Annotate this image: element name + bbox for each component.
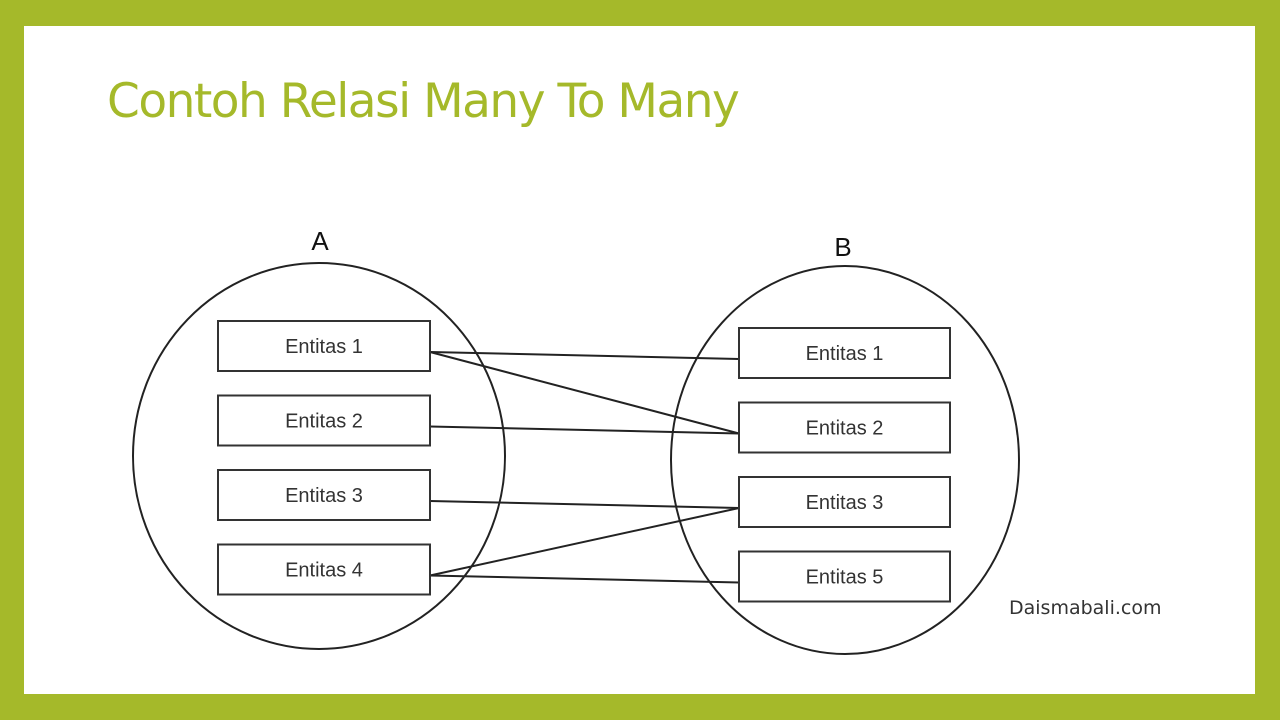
relation-lines xyxy=(429,351,740,584)
entity-label: Entitas 4 xyxy=(285,560,363,582)
set-b-ellipse xyxy=(670,265,1020,655)
set-b-label: B xyxy=(834,232,851,262)
entity-label: Entitas 1 xyxy=(285,336,363,358)
entity-label: Entitas 1 xyxy=(806,343,884,365)
relation-line-4 xyxy=(429,500,740,509)
entity-label: Entitas 3 xyxy=(806,492,884,514)
entity-rect xyxy=(738,476,951,528)
relation-line-6 xyxy=(429,574,740,584)
relation-line-3 xyxy=(429,425,740,435)
entity-box-b-3: Entitas 3 xyxy=(738,476,951,528)
entity-rect xyxy=(217,394,431,447)
entity-box-b-1: Entitas 1 xyxy=(738,327,951,379)
entity-label: Entitas 3 xyxy=(285,485,363,507)
entity-label: Entitas 5 xyxy=(806,567,884,589)
entity-label: Entitas 2 xyxy=(285,411,363,433)
entity-rect xyxy=(217,469,431,521)
entity-label: Entitas 2 xyxy=(806,418,884,440)
entity-boxes: Entitas 1 Entitas 2 Entitas 3 Entitas 4 Enti… xyxy=(217,320,951,603)
source-credit: Daismabali.com xyxy=(1009,597,1162,619)
set-a-ellipse xyxy=(132,262,506,650)
entity-rect xyxy=(738,401,951,454)
entity-box-b-4: Entitas 5 xyxy=(738,550,951,603)
relation-line-1 xyxy=(429,351,740,360)
set-a-label: A xyxy=(311,226,329,256)
entity-rect xyxy=(217,543,431,596)
entity-rect xyxy=(217,320,431,372)
entity-box-a-4: Entitas 4 xyxy=(217,543,431,596)
entity-rect xyxy=(738,550,951,603)
entity-box-b-2: Entitas 2 xyxy=(738,401,951,454)
entity-rect xyxy=(738,327,951,379)
relation-line-5 xyxy=(429,507,740,577)
relation-line-2 xyxy=(429,351,740,435)
entity-box-a-3: Entitas 3 xyxy=(217,469,431,521)
entity-box-a-1: Entitas 1 xyxy=(217,320,431,372)
slide-title: Contoh Relasi Many To Many xyxy=(107,74,740,129)
entity-box-a-2: Entitas 2 xyxy=(217,394,431,447)
